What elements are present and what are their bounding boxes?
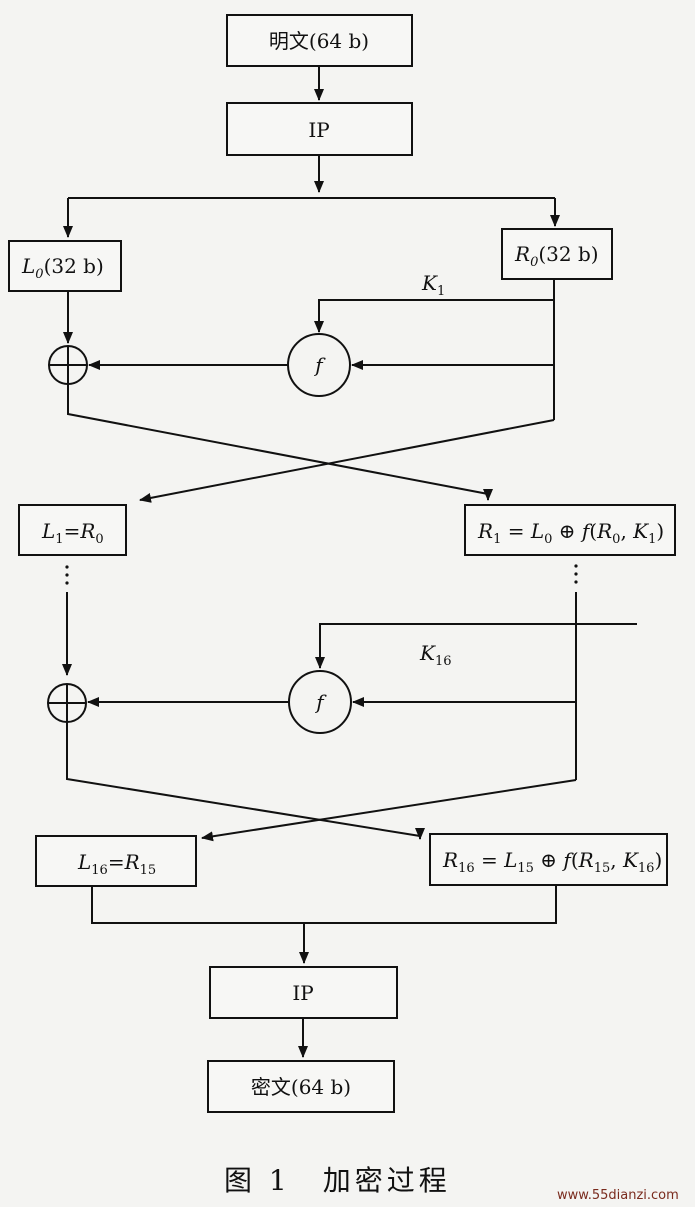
l16-node: L16=R15 bbox=[35, 835, 197, 887]
ip-top-node: IP bbox=[226, 102, 413, 156]
ip-bottom-node: IP bbox=[209, 966, 398, 1019]
r0-node: R0(32 b) bbox=[501, 228, 613, 280]
f16-node: f bbox=[288, 670, 352, 734]
cross16-to-r16 bbox=[66, 722, 425, 840]
f1-label: f bbox=[313, 353, 326, 377]
l16-label: L16=R15 bbox=[77, 850, 156, 878]
watermark: www.55dianzi.com bbox=[557, 1188, 679, 1203]
cross1-to-r1 bbox=[67, 384, 493, 501]
right-ellipsis bbox=[574, 564, 578, 584]
figure-caption: 图 1 加密过程 bbox=[224, 1164, 451, 1197]
r1-label: R1 = L0 ⊕ f(R0, K1) bbox=[477, 519, 664, 547]
k16-label: K16 bbox=[419, 641, 452, 669]
cross1-to-l1 bbox=[139, 419, 555, 503]
l1-label: L1=R0 bbox=[41, 519, 104, 547]
l0-node: L0(32 b) bbox=[8, 240, 122, 292]
k16-line bbox=[315, 623, 637, 669]
k1-label: K1 bbox=[421, 271, 445, 299]
plaintext-node: 明文(64 b) bbox=[226, 14, 413, 67]
k1-line bbox=[314, 299, 554, 333]
f1-node: f bbox=[287, 333, 351, 397]
ip-bottom-label: IP bbox=[292, 981, 313, 1005]
xor16-icon bbox=[47, 683, 87, 723]
l0-label: L0(32 b) bbox=[21, 254, 104, 282]
r16-node: R16 = L15 ⊕ f(R15, K16) bbox=[429, 833, 668, 886]
r16-label: R16 = L15 ⊕ f(R15, K16) bbox=[442, 848, 662, 876]
xor1-icon bbox=[48, 345, 88, 385]
ciphertext-label: 密文(64 b) bbox=[251, 1075, 351, 1099]
left-ellipsis bbox=[65, 565, 69, 585]
r1-node: R1 = L0 ⊕ f(R0, K1) bbox=[464, 504, 676, 556]
f16-label: f bbox=[314, 690, 327, 714]
cross16-to-l16 bbox=[201, 779, 577, 842]
r0-label: R0(32 b) bbox=[514, 242, 599, 270]
plaintext-label: 明文(64 b) bbox=[269, 29, 369, 53]
l1-node: L1=R0 bbox=[18, 504, 127, 556]
ciphertext-node: 密文(64 b) bbox=[207, 1060, 395, 1113]
ip-top-label: IP bbox=[308, 118, 329, 142]
merge-line bbox=[91, 885, 557, 924]
